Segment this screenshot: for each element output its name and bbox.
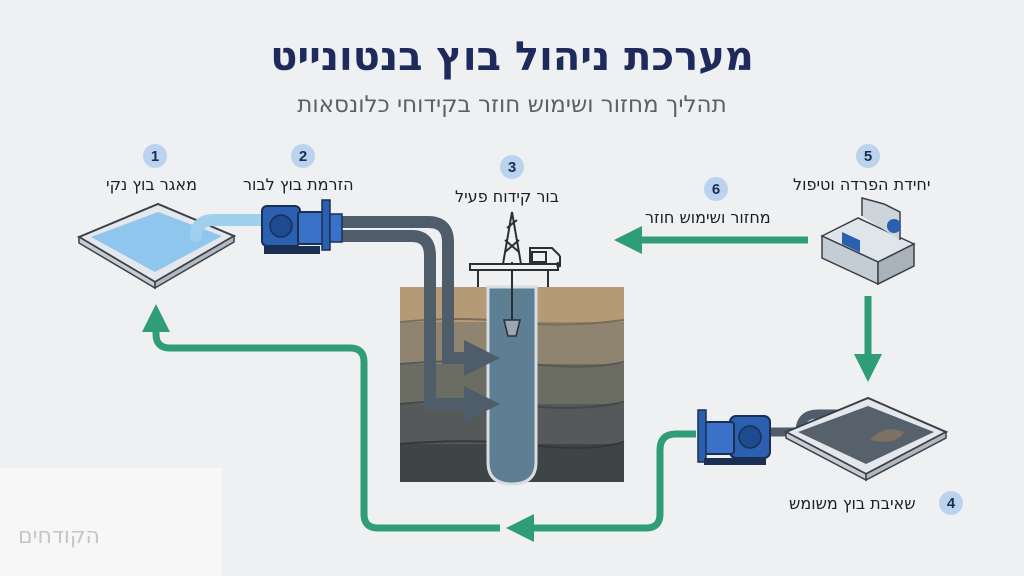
logo-text: הקודחים [18,524,100,549]
step-label-4: שאיבת בוץ משומש [789,494,916,513]
step-number-3: 3 [508,159,516,176]
page-subtitle: תהליך מחזור ושימוש חוזר בקידוחי כלונסאות [297,92,727,118]
borehole [486,262,538,486]
step-label-1: מאגר בוץ נקי [106,175,197,194]
step-label-3: בור קידוח פעיל [455,187,559,206]
step-badge-6 [704,177,728,201]
used-mud-pool [783,396,949,482]
page-title: מערכת ניהול בוץ בנטונייט [270,34,754,80]
step-badge-4 [939,491,963,515]
step-number-5: 5 [864,148,872,165]
step-label-6: מחזור ושימוש חוזר [645,208,771,227]
step-number-6: 6 [712,181,720,198]
step-number-1: 1 [151,148,159,165]
step-badge-3 [500,155,524,179]
used-mud-pump [697,409,771,465]
step-number-2: 2 [299,148,307,165]
logo-area [0,468,222,576]
step-number-4: 4 [947,495,956,512]
step-badges: 1 2 3 4 5 6 [143,144,963,515]
arrow-return-to-clean-pool [142,304,500,532]
separation-unit [820,197,916,286]
arrow-pump-to-return [506,430,696,542]
feed-pump [261,199,343,254]
step-badge-1 [143,144,167,168]
step-label-5: יחידת הפרדה וטיפול [793,175,931,194]
step-badge-2 [291,144,315,168]
step-badge-5 [856,144,880,168]
flow-arrows [142,226,882,542]
drilling-rig [469,211,561,287]
step-label-2: הזרמת בוץ לבור [243,175,354,194]
